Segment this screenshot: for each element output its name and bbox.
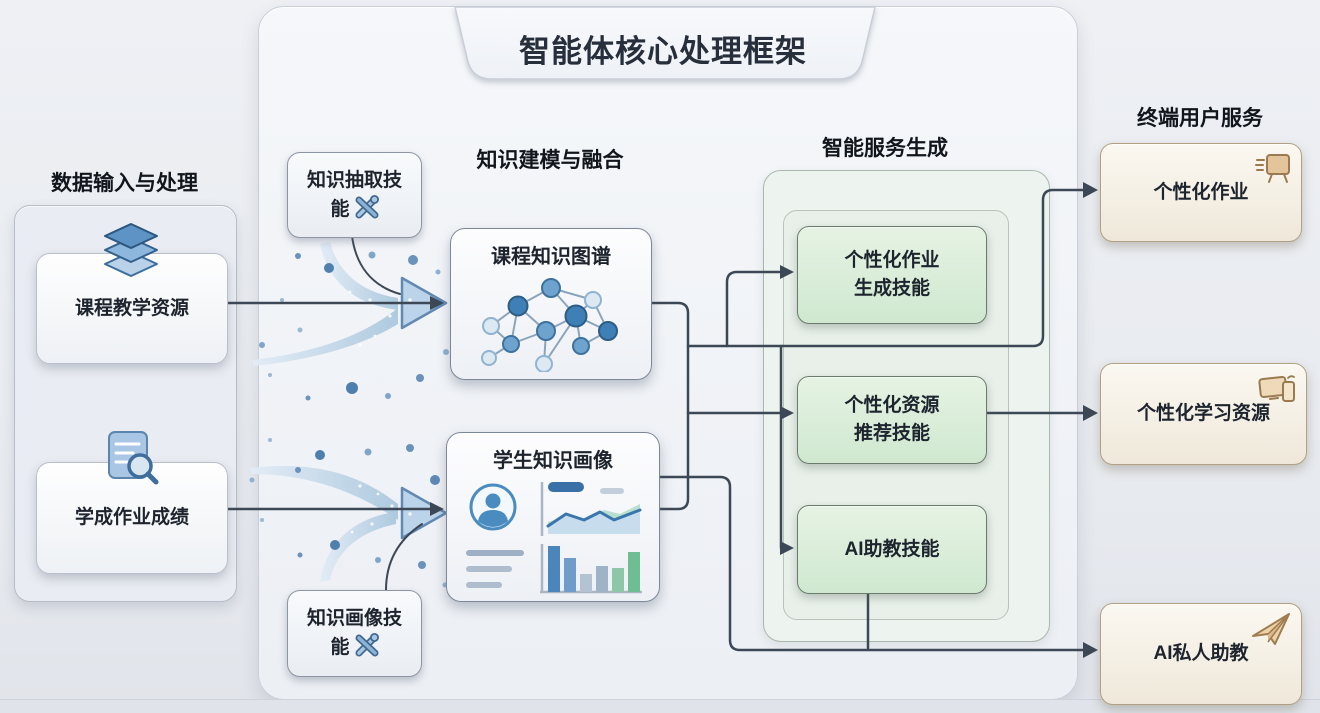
header-knowledge-modeling: 知识建模与融合 <box>476 149 624 172</box>
document-search-icon <box>108 431 159 485</box>
flow-swoosh-top <box>252 242 449 401</box>
node-personalized-learning-resources-label: 个性化学习资源 <box>1136 403 1270 425</box>
layers-icon <box>104 223 158 277</box>
node-resource-recommendation-skill-label: 个性化资源推荐技能 <box>844 395 940 444</box>
conn-bus-to-output1 <box>686 188 1086 348</box>
node-resource-recommendation-skill: 个性化资源推荐技能 <box>797 376 987 464</box>
conn-skill-profile-curve <box>385 523 423 591</box>
conn-middle-bus <box>649 301 690 511</box>
node-ai-private-tutor-label: AI私人助教 <box>1153 643 1249 665</box>
connectors <box>225 188 1086 652</box>
node-personalized-homework-skill-label: 个性化作业生成技能 <box>844 250 940 299</box>
node-knowledge-profiling-skill: 知识画像技能 <box>287 590 422 677</box>
profile-area-chart-icon <box>540 482 642 536</box>
swoosh-dots-bottom <box>249 438 463 588</box>
presentation-board-icon <box>1255 154 1290 183</box>
node-ai-ta-skill: AI助教技能 <box>797 505 987 594</box>
flow-swoosh-bottom <box>249 438 463 588</box>
bottom-strip <box>0 699 1320 713</box>
node-personalized-homework: 个性化作业 <box>1100 143 1302 242</box>
conn-skill-extract-curve <box>351 235 401 295</box>
tools-icon <box>355 633 379 657</box>
title-tab <box>454 6 876 80</box>
node-personalized-homework-label: 个性化作业 <box>1153 181 1249 203</box>
network-graph-icon <box>481 278 618 372</box>
profile-bar-chart-icon <box>540 544 642 594</box>
node-knowledge-extraction-skill-label: 知识抽取技能 <box>306 169 402 220</box>
node-assignment-grades-label: 学成作业成绩 <box>74 507 189 529</box>
header-end-user-services: 终端用户服务 <box>1137 107 1263 130</box>
node-ai-ta-skill-label: AI助教技能 <box>844 538 940 560</box>
page-title: 智能体核心处理框架 <box>519 34 807 69</box>
node-knowledge-profiling-skill-label: 知识画像技能 <box>306 608 402 658</box>
node-course-knowledge-graph-label: 课程知识图谱 <box>491 246 611 268</box>
node-personalized-homework-skill: 个性化作业生成技能 <box>797 226 987 324</box>
node-course-resources-label: 课程教学资源 <box>74 297 189 319</box>
header-data-input: 数据输入与处理 <box>51 172 198 195</box>
devices-icon <box>1258 375 1295 402</box>
node-student-knowledge-profile-label: 学生知识画像 <box>493 450 613 472</box>
node-course-knowledge-graph: 课程知识图谱 <box>450 228 652 380</box>
swoosh-dots-top <box>259 251 449 401</box>
arrowheads <box>430 182 1098 658</box>
conn-profile-to-output3 <box>650 475 1086 652</box>
user-avatar-icon <box>469 483 517 531</box>
node-knowledge-extraction-skill: 知识抽取技能 <box>287 152 422 238</box>
profile-text-lines <box>466 550 524 588</box>
node-personalized-learning-resources: 个性化学习资源 <box>1100 363 1307 465</box>
conn-branch-green1 <box>725 270 782 348</box>
header-service-generation: 智能服务生成 <box>822 137 948 160</box>
paper-plane-icon <box>1252 613 1290 645</box>
node-ai-private-tutor: AI私人助教 <box>1100 603 1302 705</box>
tools-icon <box>355 194 379 218</box>
